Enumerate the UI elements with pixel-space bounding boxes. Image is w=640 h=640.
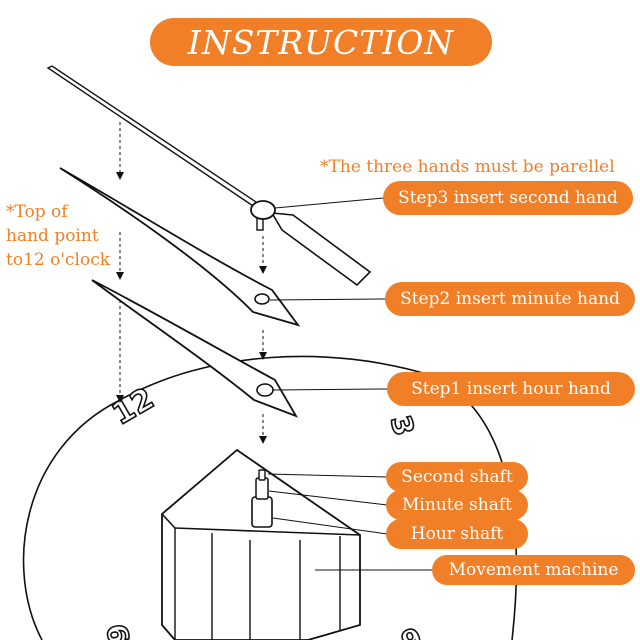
svg-text:3: 3 xyxy=(384,412,421,439)
hour-hand xyxy=(91,279,299,418)
assembly-arrows xyxy=(116,172,267,444)
page-title: INSTRUCTION xyxy=(187,22,455,62)
assembly-guide-lines xyxy=(119,122,264,436)
svg-text:6: 6 xyxy=(396,620,426,640)
label-movement-machine: Movement machine xyxy=(432,555,635,585)
note-top-of-hand: *Top of hand point to12 o'clock xyxy=(6,200,110,272)
dial-number-6: 6 xyxy=(396,619,427,640)
note-hands-parallel: *The three hands must be parellel xyxy=(320,157,615,177)
svg-text:9: 9 xyxy=(101,621,137,640)
minute-hand xyxy=(59,167,301,327)
label-step2: Step2 insert minute hand xyxy=(385,282,635,316)
title-banner: INSTRUCTION xyxy=(150,18,492,66)
svg-text:12: 12 xyxy=(106,381,160,432)
label-leader-lines xyxy=(267,197,433,571)
dial-number-3: 3 xyxy=(383,411,422,440)
label-hour-shaft: Hour shaft xyxy=(386,519,528,549)
label-step1: Step1 insert hour hand xyxy=(387,372,635,406)
note-line-1: *Top of xyxy=(6,202,68,222)
second-hand xyxy=(46,65,372,287)
movement-machine xyxy=(161,448,361,640)
dial-number-12: 12 xyxy=(106,380,161,433)
note-line-2: hand point xyxy=(6,226,99,246)
dial-number-9: 9 xyxy=(100,620,137,640)
label-minute-shaft: Minute shaft xyxy=(386,490,528,520)
label-step3: Step3 insert second hand xyxy=(383,181,633,215)
note-line-3: to12 o'clock xyxy=(6,250,111,270)
label-second-shaft: Second shaft xyxy=(386,462,528,492)
